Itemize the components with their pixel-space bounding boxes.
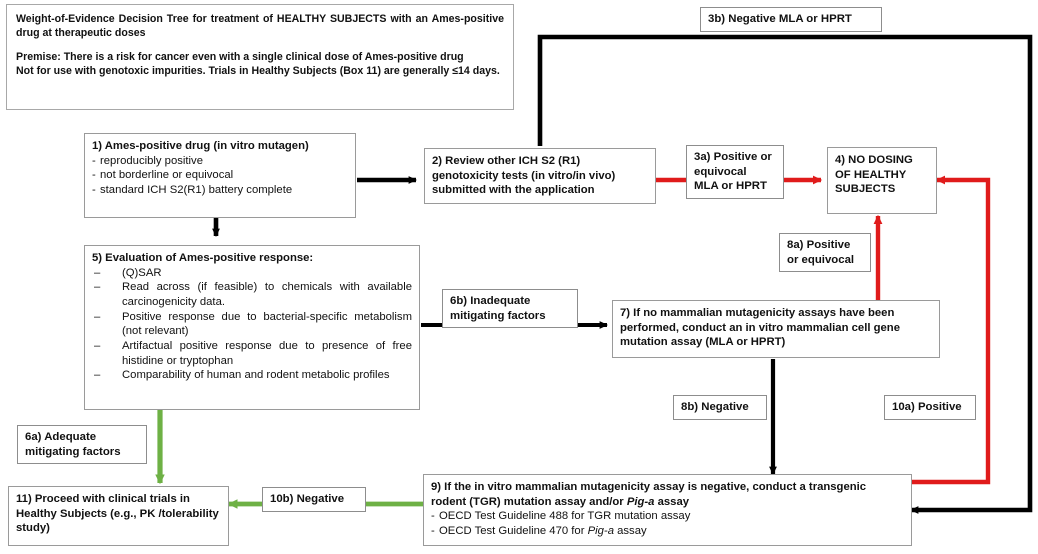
- box-1-bullet: standard ICH S2(R1) battery complete: [92, 183, 348, 198]
- label-10b-negative: 10b) Negative: [262, 487, 366, 512]
- box-1-bullet: reproducibly positive: [92, 154, 348, 169]
- box-9-title-italic: Pig-a: [626, 495, 655, 508]
- box-1-bullet: not borderline or equivocal: [92, 168, 348, 183]
- box-5-bullet: Positive response due to bacterial-speci…: [92, 310, 412, 339]
- box-5-bullet: (Q)SAR: [92, 266, 412, 281]
- box-9-transgenic-rodent-assay: 9) If the in vitro mammalian mutagenicit…: [423, 474, 912, 546]
- box-5-bullets: (Q)SAR Read across (if feasible) to chem…: [92, 266, 412, 383]
- box-9-title: 9) If the in vitro mammalian mutagenicit…: [431, 480, 904, 509]
- box-2-review-ich-tests: 2) Review other ICH S2 (R1) genotoxicity…: [424, 148, 656, 204]
- box-9-subline-470-italic: Pig-a: [587, 525, 614, 538]
- box-1-ames-positive-drug: 1) Ames-positive drug (in vitro mutagen)…: [84, 133, 356, 218]
- box-1-title: 1) Ames-positive drug (in vitro mutagen): [92, 140, 309, 152]
- box-5-bullet: Read across (if feasible) to chemicals w…: [92, 280, 412, 309]
- box-11-text: 11) Proceed with clinical trials in Heal…: [16, 493, 219, 535]
- label-10a-positive: 10a) Positive: [884, 395, 976, 420]
- box-5-bullet: Comparability of human and rodent metabo…: [92, 368, 412, 383]
- box-11-proceed-clinical-trials: 11) Proceed with clinical trials in Heal…: [8, 486, 229, 546]
- box-5-title: 5) Evaluation of Ames-positive response:: [92, 252, 314, 264]
- premise-header-panel: Weight-of-Evidence Decision Tree for tre…: [6, 4, 514, 110]
- box-9-subline-470: OECD Test Guideline 470 for Pig-a assay: [431, 524, 904, 539]
- header-premise-line: Premise: There is a risk for cancer even…: [16, 51, 464, 64]
- label-8a-positive-or-equivocal: 8a) Positive or equivocal: [779, 233, 871, 273]
- label-6a-adequate-mitigating-factors: 6a) Adequate mitigating factors: [17, 425, 147, 465]
- header-scope-line: Not for use with genotoxic impurities. T…: [16, 65, 500, 78]
- label-3a-positive-or-equivocal: 3a) Positive or equivocal MLA or HPRT: [686, 145, 784, 199]
- box-9-subline-488: OECD Test Guideline 488 for TGR mutation…: [431, 509, 904, 524]
- box-2-text: 2) Review other ICH S2 (R1) genotoxicity…: [432, 155, 616, 197]
- box-7-text: 7) If no mammalian mutagenicity assays h…: [620, 307, 900, 349]
- header-title-line: Weight-of-Evidence Decision Tree for tre…: [16, 13, 504, 40]
- box-4-no-dosing-healthy-subjects: 4) NO DOSING OF HEALTHY SUBJECTS: [827, 147, 937, 214]
- box-9-sublines: OECD Test Guideline 488 for TGR mutation…: [431, 509, 904, 538]
- label-8b-negative: 8b) Negative: [673, 395, 767, 420]
- box-4-line-3: SUBJECTS: [835, 183, 896, 196]
- box-9-subline-470-c: assay: [613, 525, 647, 538]
- box-4-line-1: 4) NO DOSING: [835, 154, 913, 166]
- label-3b-negative-mla-or-hprt: 3b) Negative MLA or HPRT: [700, 7, 882, 32]
- label-6b-inadequate-mitigating-factors: 6b) Inadequate mitigating factors: [442, 289, 578, 329]
- wire-box2-negative-to-box9: [537, 34, 1033, 514]
- box-1-bullets: reproducibly positive not borderline or …: [92, 154, 348, 198]
- box-5-evaluation-ames-positive-response: 5) Evaluation of Ames-positive response:…: [84, 245, 420, 410]
- box-9-title-part-c: assay: [654, 495, 690, 508]
- box-5-bullet: Artifactual positive response due to pre…: [92, 339, 412, 368]
- box-7-conduct-in-vitro-mammalian-assay: 7) If no mammalian mutagenicity assays h…: [612, 300, 940, 358]
- box-9-subline-470-a: OECD Test Guideline 470 for: [439, 525, 588, 538]
- box-4-line-2: OF HEALTHY: [835, 168, 907, 181]
